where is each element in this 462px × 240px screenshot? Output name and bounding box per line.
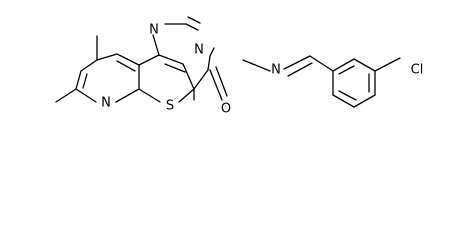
atom-s-thiophene: S — [166, 99, 174, 114]
pyrimidinone-ring — [152, 16, 215, 90]
c-cl-bond — [374, 57, 401, 72]
pyridine-ring — [75, 53, 140, 103]
n-n-bond — [242, 59, 271, 72]
atom-n-pyridine: N — [101, 96, 111, 111]
methyl-bond-left — [55, 88, 77, 103]
molecule-drawing: N N N N S O Cl — [55, 16, 424, 117]
thiophene-ring — [138, 54, 195, 103]
imine-double-bond-2 — [287, 62, 313, 77]
atom-n-pyrimidine-mid: N — [194, 43, 204, 58]
chlorophenyl-ring — [332, 58, 376, 108]
carbonyl-double-bond — [209, 69, 223, 101]
carbonyl-double-bond-2 — [215, 66, 228, 97]
atom-o-carbonyl: O — [221, 102, 231, 117]
atom-n-imine: N — [271, 63, 281, 78]
ch-aryl-bond — [309, 55, 334, 72]
atom-cl: Cl — [411, 63, 424, 78]
molecule-structure: N N N N S O Cl — [55, 16, 424, 117]
imine-double-bond — [283, 55, 311, 70]
atom-n-pyrimidine-top: N — [149, 23, 159, 38]
